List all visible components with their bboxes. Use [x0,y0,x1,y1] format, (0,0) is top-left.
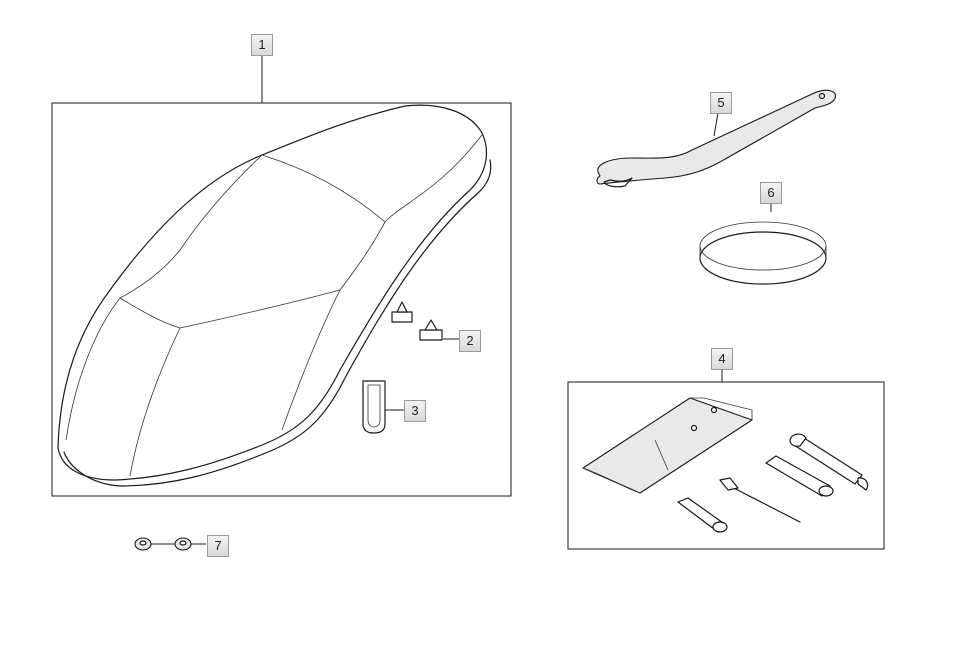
callout-1: 1 [251,34,273,56]
strap-drawing [362,380,386,434]
seat-drawing [57,104,492,487]
callout-3: 3 [404,400,426,422]
hook-wrench-drawing [596,89,836,188]
tool-kit-drawing [582,397,869,533]
callout-7: 7 [207,535,229,557]
tool-kit-box [567,381,885,550]
callout-6: 6 [760,182,782,204]
ring-drawing [699,221,827,285]
callout-2: 2 [459,330,481,352]
callout-5: 5 [710,92,732,114]
callout-4: 4 [711,348,733,370]
leader-lines [150,55,772,545]
seat-assembly-box [51,102,512,497]
clip-drawing [391,301,443,341]
nut-drawing [134,537,192,551]
